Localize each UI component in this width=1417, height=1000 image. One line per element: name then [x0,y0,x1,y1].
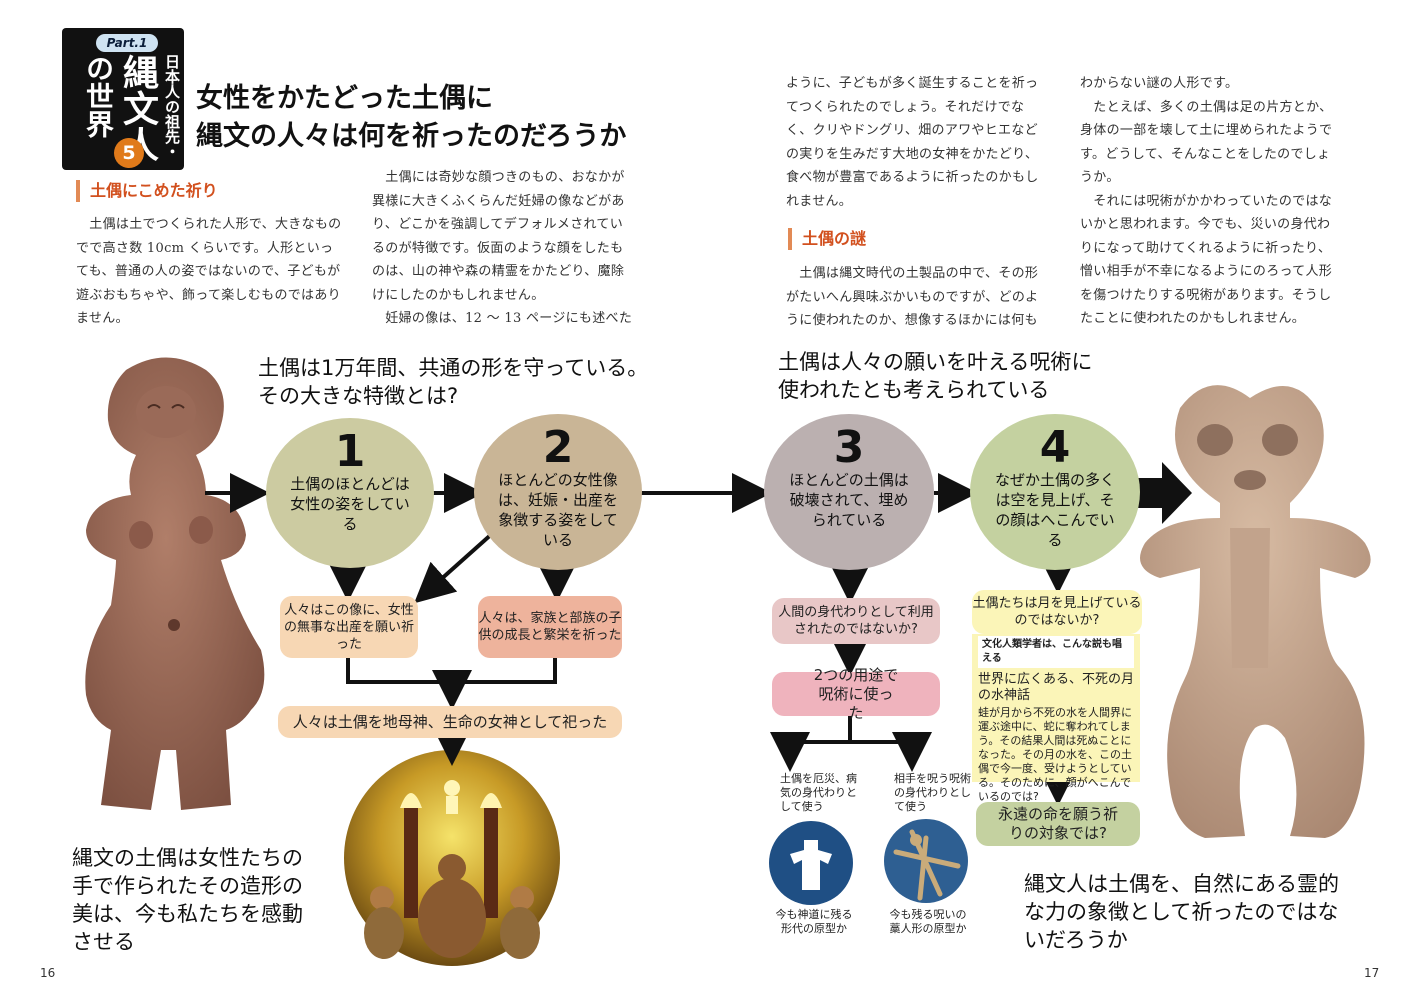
circle-2: 2 ほとんどの女性像は、妊娠・出産を象徴する姿をしている [474,414,642,570]
left-caption: 縄文の土偶は女性たちの手で作られたその造形の美は、今も私たちを感動させる [72,846,303,954]
part-label: Part.1 [96,34,158,52]
moon-myth-text: 蛙が月から不死の水を人間界に運ぶ途中に、蛇に奪われてしまう。その結果人間は死ぬこ… [978,706,1132,803]
series-line-3: の世界 [82,54,115,138]
body-text-col2: 土偶には奇妙な顔つきのもの、おなかが異様に大きくふくらんだ妊婦の像などがあり、ど… [372,170,633,326]
title-line-1: 女性をかたどった土偶に [196,83,493,114]
moon-theory-panel: 文化人類学者は、こんな説も唱える 世界に広くある、不死の月の水神話 蛙が月から不… [972,634,1140,803]
circle-4-text: なぜか土偶の多くは空を見上げ、その顔はへこんでいる [994,471,1115,549]
body-text-col3b: 土偶は縄文時代の土製品の中で、その形がたいへん興味ぶかいものですが、どのように使… [786,266,1039,328]
box-moon-question: 土偶たちは月を見上げているのではないか? [972,590,1142,634]
venus-dogu-illustration [85,357,265,810]
icon-2-caption: 今も残る呪いの藁人形の原型か [889,908,967,935]
moon-note-title: 文化人類学者は、こんな説も唱える [978,636,1134,668]
circle-1-number: 1 [334,426,366,477]
circle-1-text: 土偶のほとんどは女性の姿をしている [290,475,410,533]
left-question: 土偶は1万年間、共通の形を守っている。その大きな特徴とは? [258,356,649,408]
circle-4-number: 4 [1039,422,1071,473]
chapter-badge: Part.1 日本人の祖先・ 縄文人 の世界 5 [62,28,184,170]
section-heading-prayer: 土偶にこめた祈り [76,180,218,202]
body-text-col4: わからない謎の人形です。 たとえば、多くの土偶は足の片方とか、身体の一部を壊して… [1080,76,1333,326]
chapter-number: 5 [114,138,144,168]
circle-3-text: ほとんどの土偶は破壊されて、埋められている [789,471,909,529]
moon-myth-title: 世界に広くある、不死の月の水神話 [978,672,1135,703]
use-1-text: 土偶を厄災、病気の身代わりとして使う [780,772,857,813]
circle-3-number: 3 [833,422,865,473]
body-text-col1: 土偶は土でつくられた人形で、大きなものでで高さ数 10cm くらいです。人形とい… [76,217,342,326]
title-line-2: 縄文の人々は何を祈ったのだろうか [196,121,627,152]
right-caption: 縄文人は土偶を、自然にある霊的な力の象徴として祈ったのではないだろうか [1024,872,1339,952]
section-heading-mystery: 土偶の謎 [788,228,866,250]
katashiro-paper-doll-icon [769,821,853,905]
box-eternal-life: 永遠の命を願う祈りの対象では? [976,802,1140,846]
ritual-scene-illustration [344,750,560,966]
page-number-left: 16 [40,966,56,980]
box-human-substitute: 人間の身代わりとして利用されたのではないか? [772,598,940,644]
heart-shaped-dogu-illustration [1140,385,1371,838]
page-title: 女性をかたどった土偶に 縄文の人々は何を祈ったのだろうか [196,80,626,156]
right-question: 土偶は人々の願いを叶える呪術に使われたとも考えられている [778,350,1093,402]
box-birth-prayer: 人々はこの像に、女性の無事な出産を願い祈った [280,596,418,658]
circle-1: 1 土偶のほとんどは女性の姿をしている [266,418,434,568]
circle-4: 4 なぜか土偶の多くは空を見上げ、その顔はへこんでいる [970,414,1140,570]
body-text-col3: ように、子どもが多く誕生することを祈ってつくられたのでしょう。それだけでなく、ク… [786,76,1039,209]
circle-3: 3 ほとんどの土偶は破壊されて、埋められている [764,414,934,570]
box-mother-goddess: 人々は土偶を地母神、生命の女神として祀った [278,706,622,738]
page-number-right: 17 [1364,966,1380,980]
circle-2-text: ほとんどの女性像は、妊娠・出産を象徴する姿をしている [497,471,618,549]
icon-1-caption: 今も神道に残る形代の原型か [775,908,853,935]
series-line-1: 日本人の祖先・ [163,54,181,159]
straw-doll-icon [884,819,968,903]
circle-2-number: 2 [542,422,574,473]
use-2-text: 相手を呪う呪術の身代わりとして使う [894,772,971,813]
box-family-prayer: 人々は、家族と部族の子供の成長と繁栄を祈った [478,596,622,658]
box-two-uses: 2つの用途で呪術に使った [772,666,940,722]
